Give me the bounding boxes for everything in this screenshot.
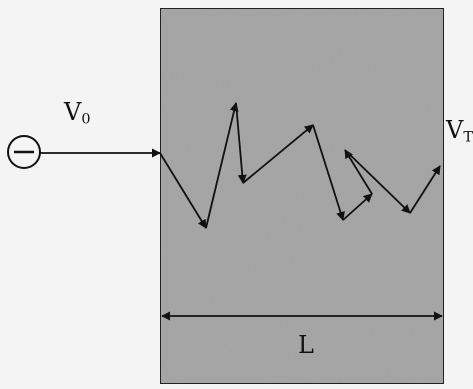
transmitted-velocity-label: VT xyxy=(446,118,473,145)
scattering-path xyxy=(159,102,441,229)
path-segment xyxy=(344,149,373,195)
incident-velocity-label: V0 xyxy=(64,100,91,127)
minus-circle-icon xyxy=(7,135,41,169)
transmitted-velocity-main: V xyxy=(446,116,464,144)
path-segment xyxy=(159,152,207,229)
path-segment xyxy=(235,102,247,184)
path-segment xyxy=(242,124,314,184)
path-segment xyxy=(205,102,239,229)
path-segment xyxy=(342,193,373,221)
path-segment xyxy=(409,165,441,214)
slab-length-label: L xyxy=(298,331,314,359)
incident-velocity-sub: 0 xyxy=(81,111,91,128)
medium-slab xyxy=(159,7,445,385)
transmitted-velocity-sub: T xyxy=(463,129,473,146)
path-segment xyxy=(344,149,411,214)
incident-velocity-main: V xyxy=(64,98,82,126)
path-segment xyxy=(312,124,345,221)
